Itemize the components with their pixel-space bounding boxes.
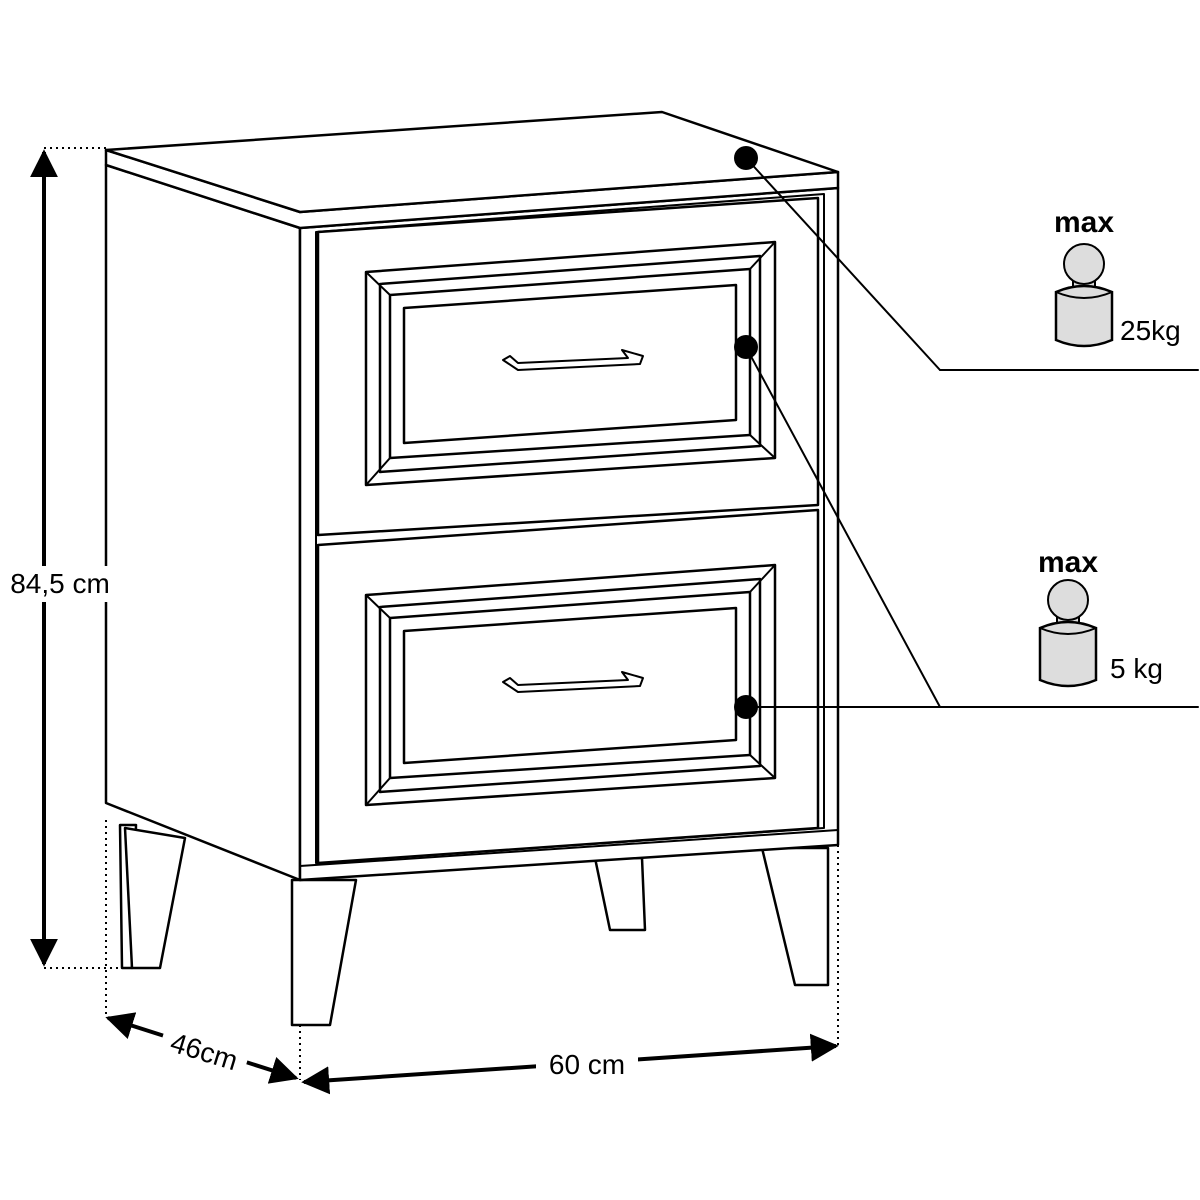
width-label: 60 cm xyxy=(549,1049,625,1080)
cabinet-legs xyxy=(118,823,830,1027)
height-dimension: 84,5 cm xyxy=(0,149,120,967)
load-limit-top: 25kg xyxy=(1120,315,1181,346)
width-dimension: 60 cm xyxy=(301,1033,839,1095)
load-callout-top xyxy=(734,146,1199,371)
load-callout-drawers xyxy=(734,335,1199,719)
load-limit-drawers: 5 kg xyxy=(1110,653,1163,684)
dimension-guides xyxy=(44,147,839,1080)
weight-icon: max xyxy=(1038,546,1098,688)
max-label: max xyxy=(1038,546,1098,579)
weight-icon: max xyxy=(1054,206,1114,348)
drawer-handle xyxy=(502,671,644,693)
max-label: max xyxy=(1054,206,1114,239)
depth-dimension: 46cm xyxy=(105,1012,299,1084)
height-label: 84,5 cm xyxy=(10,568,110,599)
drawer-top xyxy=(316,196,820,537)
drawer-bottom xyxy=(316,508,820,865)
drawer-handle xyxy=(502,349,644,371)
